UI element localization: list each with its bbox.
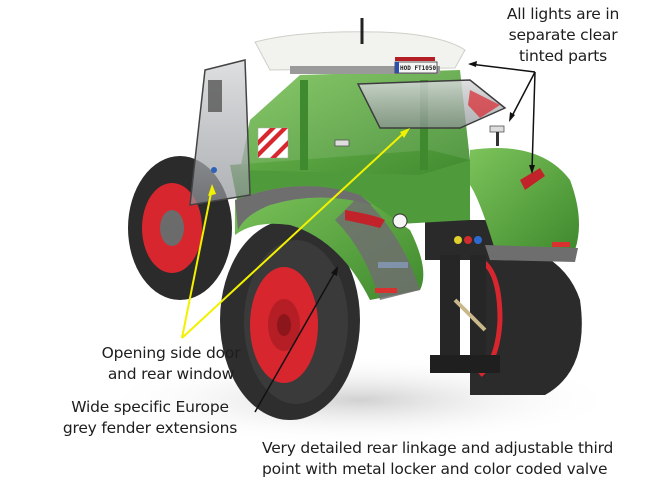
warning-plate xyxy=(257,127,289,159)
open-side-door xyxy=(189,59,251,206)
callout-fender: Wide specific Europe grey fender extensi… xyxy=(40,397,260,439)
callout-door-line-2: and rear window xyxy=(107,365,235,383)
fendt-logo xyxy=(392,213,408,229)
callout-lights-line-3: tinted parts xyxy=(518,47,608,65)
callout-linkage: Very detailed rear linkage and adjustabl… xyxy=(262,438,642,480)
callout-lights-line-1: All lights are in xyxy=(506,5,620,23)
work-lights xyxy=(334,125,505,147)
left-fender xyxy=(235,186,424,300)
door-callout-lines xyxy=(181,128,410,339)
lights-callout-lines xyxy=(468,61,536,174)
callout-linkage-line-1: Very detailed rear linkage and adjustabl… xyxy=(262,439,614,457)
callout-lights: All lights are in separate clear tinted … xyxy=(488,4,638,67)
right-tail-light xyxy=(520,168,545,190)
left-tail-light xyxy=(345,210,385,228)
license-plate-text: HOD FT1050 xyxy=(400,65,437,72)
fender-callout-line xyxy=(254,266,338,413)
callout-linkage-line-2: point with metal locker and color coded … xyxy=(262,460,608,478)
right-fender xyxy=(470,148,579,262)
callout-fender-line-1: Wide specific Europe xyxy=(71,398,229,416)
callout-fender-line-2: grey fender extensions xyxy=(62,419,238,437)
callout-door: Opening side door and rear window xyxy=(86,343,256,385)
callout-lights-line-2: separate clear xyxy=(508,26,618,44)
cab-roof: HOD FT1050 xyxy=(254,18,466,74)
open-rear-window xyxy=(356,79,507,129)
rear-linkage xyxy=(425,220,500,373)
callout-door-line-1: Opening side door xyxy=(101,344,241,362)
